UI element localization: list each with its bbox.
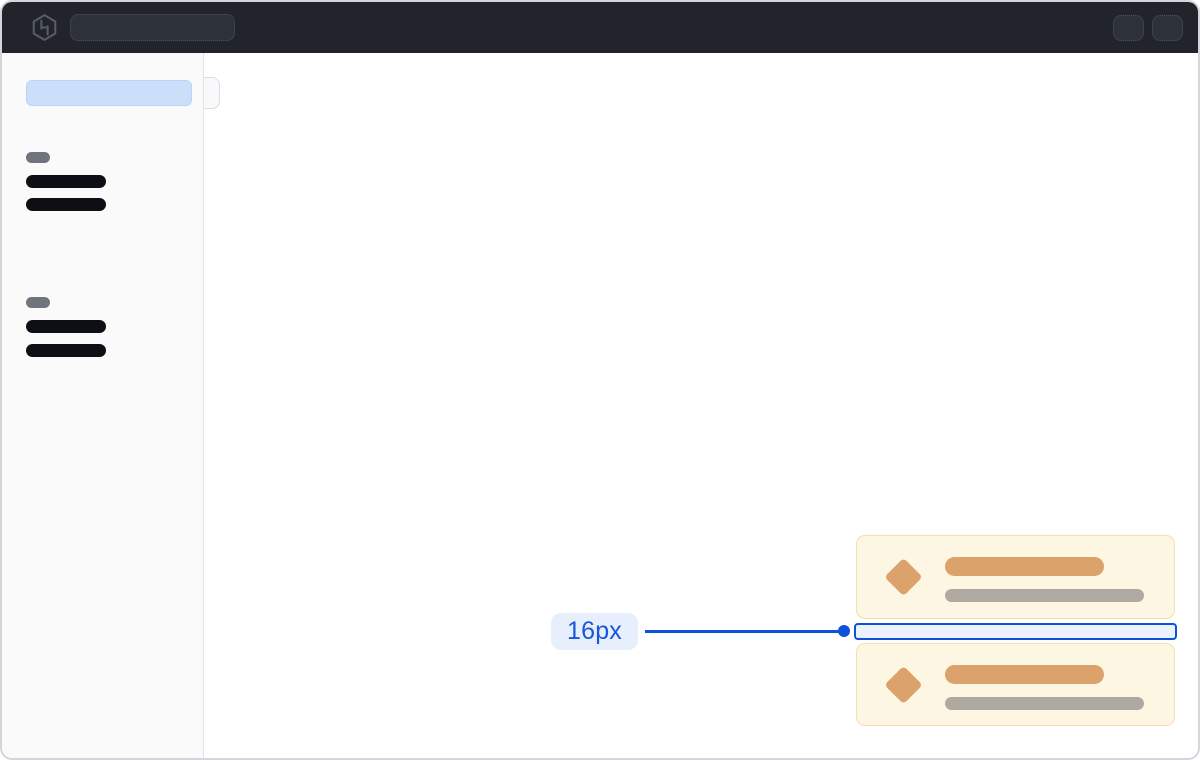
spacing-gap-highlight <box>854 623 1177 640</box>
spacing-annotation-label: 16px <box>551 613 638 650</box>
card-title-skeleton <box>945 557 1104 576</box>
annotation-connector-dot <box>838 625 850 637</box>
sidebar-active-item-skeleton[interactable] <box>26 80 192 106</box>
annotation-connector-line <box>645 630 840 633</box>
sidebar-item-skeleton[interactable] <box>26 175 106 188</box>
sidebar <box>2 53 204 758</box>
topbar-action-skeleton-1[interactable] <box>1113 15 1144 41</box>
hashicorp-logo-icon[interactable] <box>30 13 59 42</box>
sidebar-item-skeleton[interactable] <box>26 344 106 357</box>
top-nav-bar <box>2 2 1198 53</box>
topbar-action-skeleton-2[interactable] <box>1152 15 1183 41</box>
sidebar-group-1-label-skeleton <box>26 152 50 163</box>
example-card[interactable] <box>856 535 1175 619</box>
diamond-icon <box>884 557 923 597</box>
sidebar-toggle-handle[interactable] <box>204 77 220 109</box>
topbar-search-skeleton <box>70 14 235 41</box>
sidebar-item-skeleton[interactable] <box>26 198 106 211</box>
sidebar-group-2-label-skeleton <box>26 297 50 308</box>
card-subtitle-skeleton <box>945 697 1144 710</box>
diamond-icon <box>884 665 923 704</box>
sidebar-item-skeleton[interactable] <box>26 320 106 333</box>
card-title-skeleton <box>945 665 1104 684</box>
example-card[interactable] <box>856 643 1175 726</box>
card-subtitle-skeleton <box>945 589 1144 602</box>
